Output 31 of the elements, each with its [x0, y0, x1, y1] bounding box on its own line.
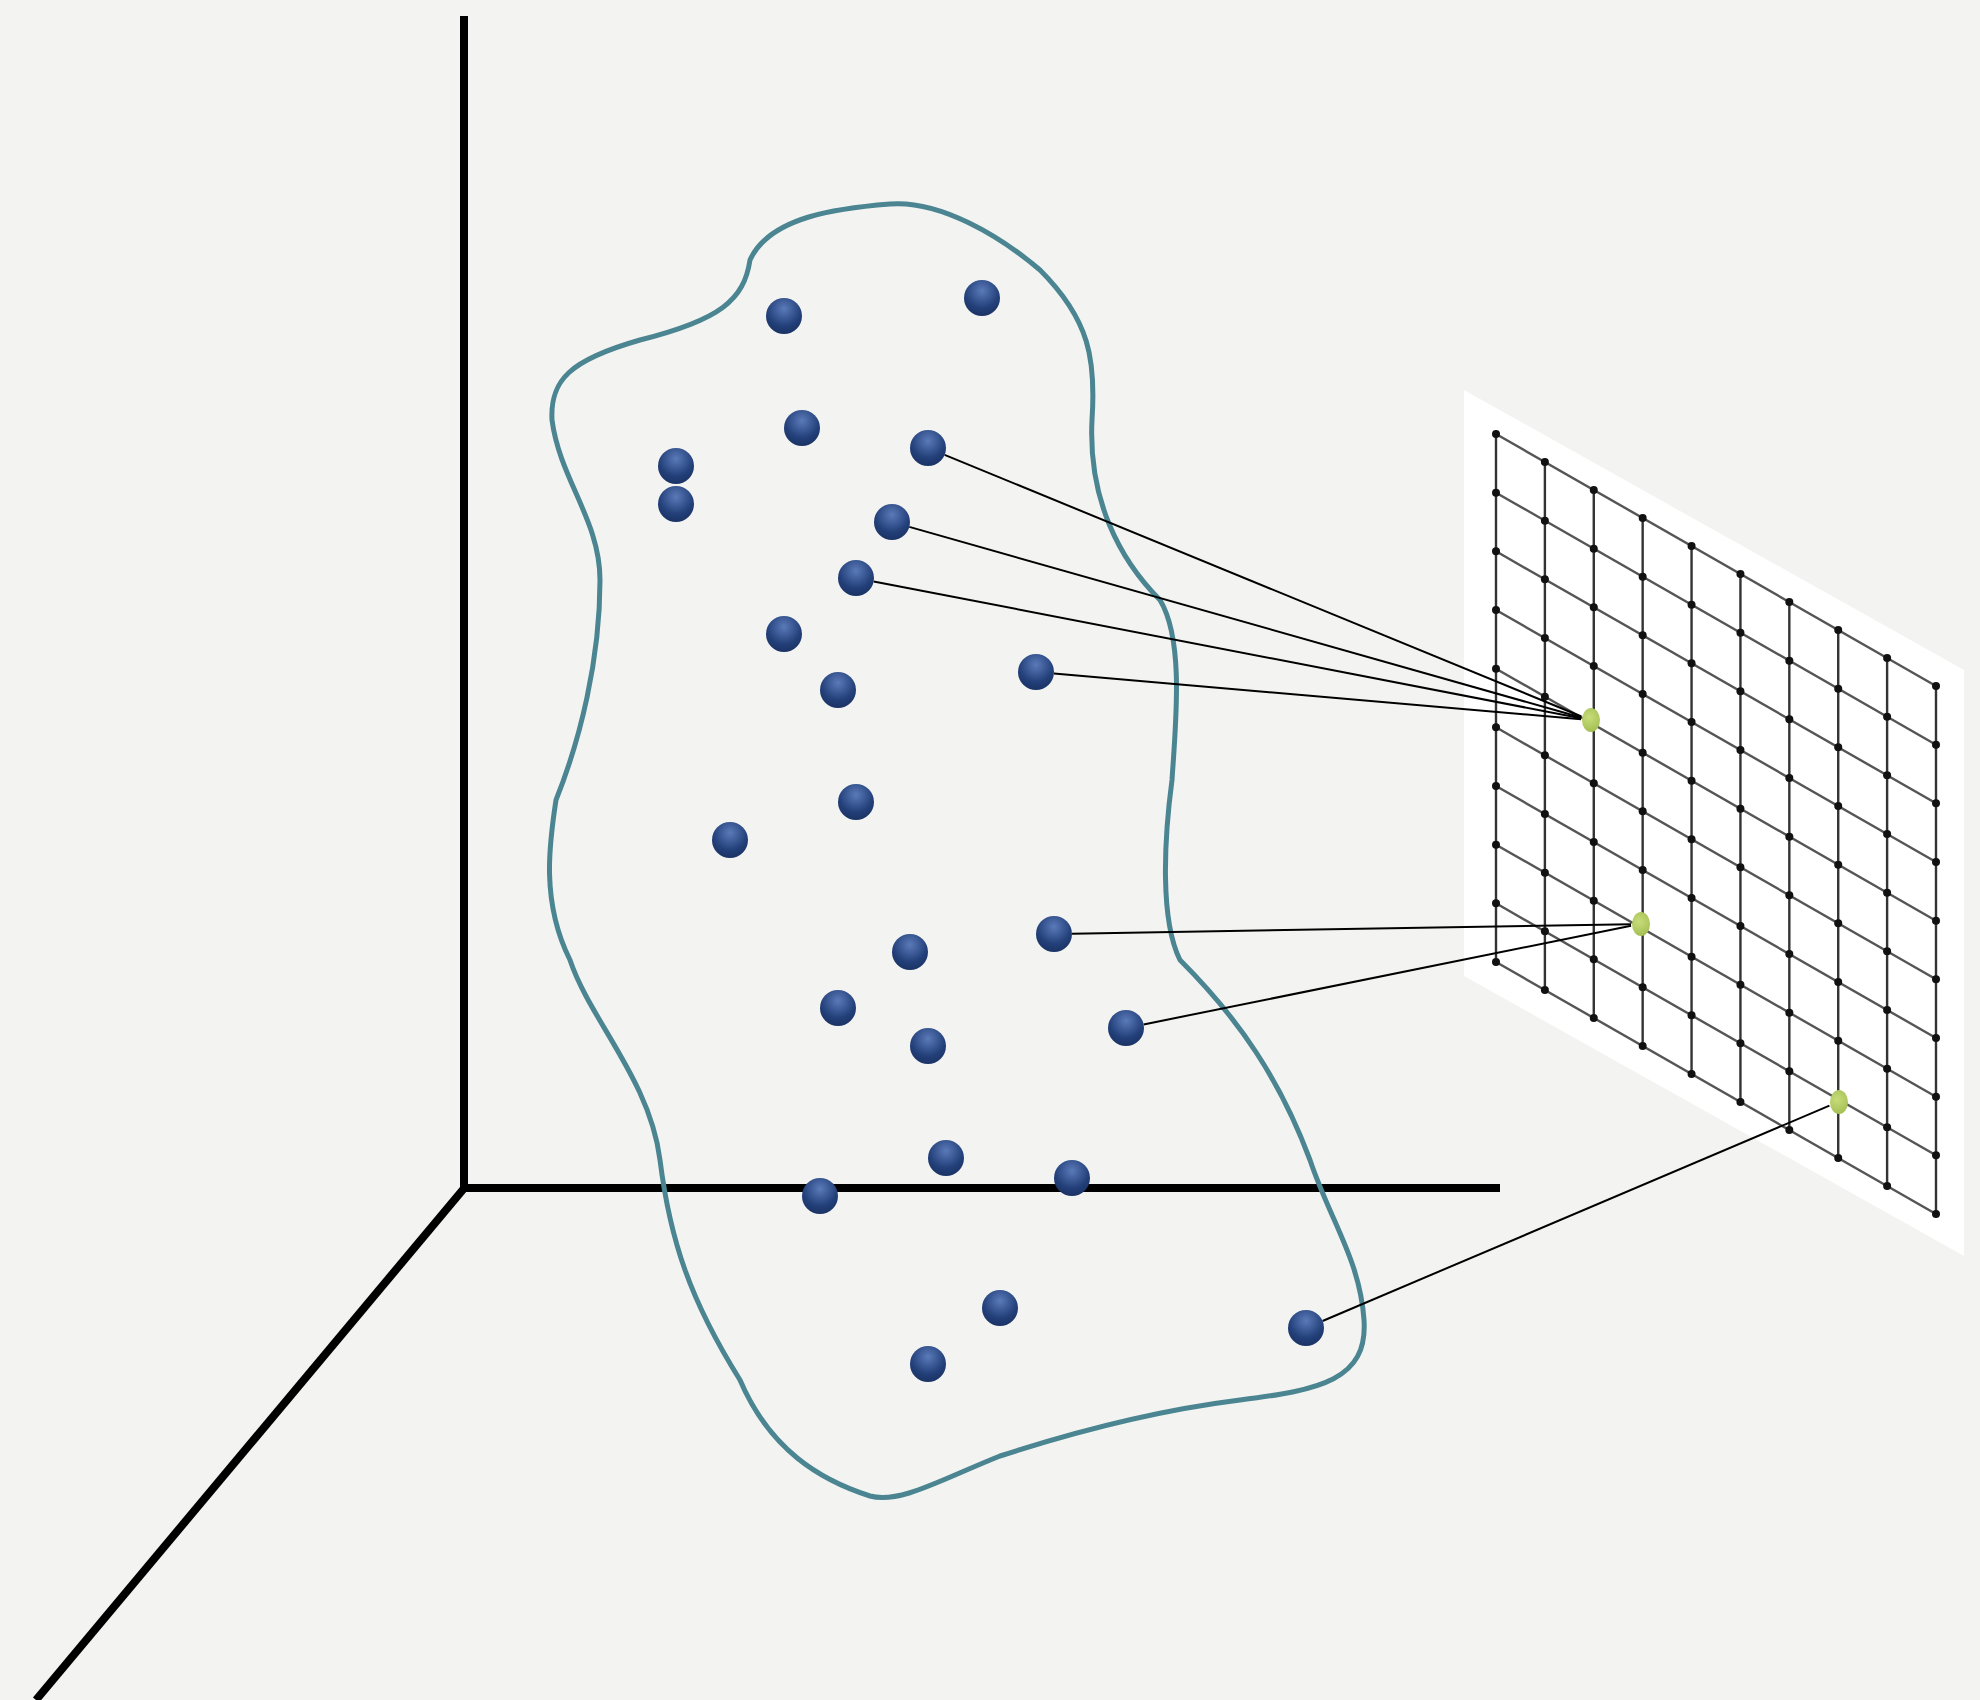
data-point [658, 486, 694, 522]
data-point [820, 672, 856, 708]
data-point [784, 410, 820, 446]
data-point [892, 934, 928, 970]
data-point [910, 430, 946, 466]
data-point [658, 448, 694, 484]
data-point [1108, 1010, 1144, 1046]
data-point [982, 1290, 1018, 1326]
data-point [766, 298, 802, 334]
connector-line [1142, 924, 1633, 1026]
data-point [820, 990, 856, 1026]
data-point [874, 504, 910, 540]
data-point [1036, 916, 1072, 952]
connector-line [872, 580, 1583, 720]
data-point [910, 1028, 946, 1064]
data-point [1018, 654, 1054, 690]
data-point [838, 560, 874, 596]
data-point [1288, 1310, 1324, 1346]
connector-line [1052, 672, 1582, 721]
data-point [766, 616, 802, 652]
connector-line [908, 525, 1583, 719]
data-point [838, 784, 874, 820]
data-point [928, 1140, 964, 1176]
data-point [910, 1346, 946, 1382]
data-point [712, 822, 748, 858]
data-point [964, 280, 1000, 316]
connector-line [1071, 923, 1632, 935]
connector-line [943, 453, 1583, 718]
connector-line [1321, 1104, 1831, 1322]
data-point [1054, 1160, 1090, 1196]
data-point [802, 1178, 838, 1214]
